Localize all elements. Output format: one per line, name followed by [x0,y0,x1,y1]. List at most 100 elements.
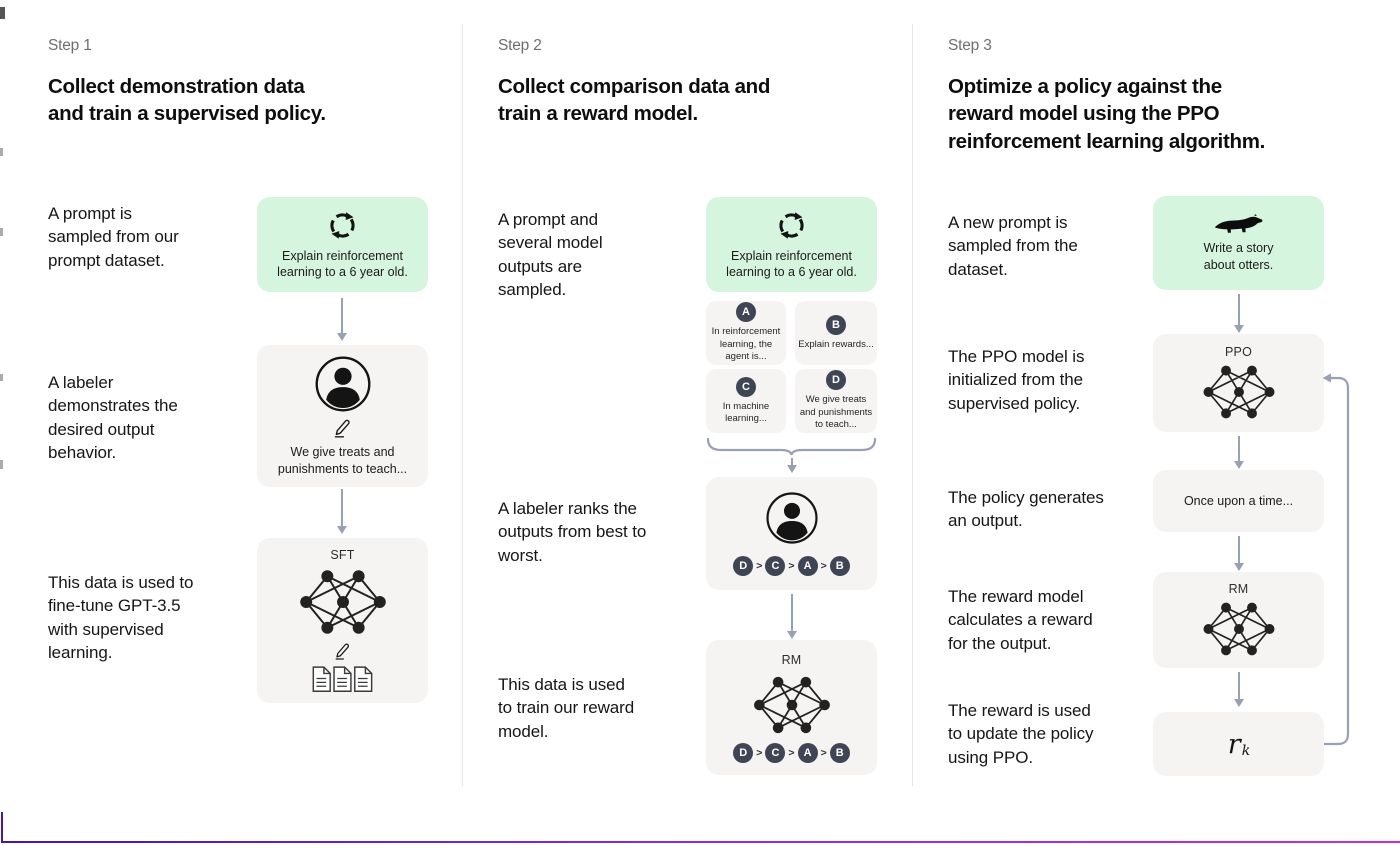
sft-model-box: SFT [257,538,428,703]
column-divider [462,24,463,786]
network-icon [1199,363,1279,421]
arrow-down-icon [786,594,797,639]
caption: The reward model calculates a reward for… [948,587,1093,653]
otter-icon [1213,213,1265,235]
rank-badge: A [797,742,818,763]
crop-artifact [0,7,5,19]
caption: The policy generates an output. [948,488,1104,531]
rank-separator: > [820,746,827,759]
output-badge: A [736,302,756,323]
arrow-down-icon [1233,672,1244,707]
model-label: RM [1228,582,1249,596]
model-label: RM [781,652,802,667]
rank-badge: B [829,556,850,576]
arrow-down-icon [336,489,347,534]
output-badge: B [826,314,846,335]
title-line: and train a supervised policy. [48,102,326,126]
rank-badge: D [733,556,754,576]
caption: The reward is used to update the policy … [948,701,1094,767]
step-title: Collect comparison data and train a rewa… [498,73,770,128]
arrow-down-icon [786,458,797,473]
model-label: PPO [1225,345,1252,359]
brace-icon [706,437,877,456]
caption: A new prompt is sampled from the dataset… [948,213,1078,279]
crop-artifact [0,228,3,236]
output-badge: C [736,376,756,397]
output-card-c: C In machine learning... [706,369,786,433]
person-icon [314,355,372,413]
prompt-box: Write a story about otters. [1153,196,1324,290]
title-line: train a reward model. [498,102,698,126]
output-card-b: B Explain rewards... [795,301,877,365]
caption: A labeler ranks the outputs from best to… [498,499,647,565]
labeler-demo-text: We give treats and punishments to teach.… [277,445,408,476]
model-label: SFT [330,548,355,562]
labeler-box: We give treats and punishments to teach.… [257,345,428,487]
ranking-row: D > C > A > B [733,556,850,576]
step-label: Step 1 [48,37,92,54]
step-label: Step 3 [948,37,992,54]
caption: A prompt and several model outputs are s… [498,210,603,300]
output-text: Once upon a time... [1183,493,1294,508]
reward-model-box: RM D > C > A > B [706,640,877,775]
rank-separator: > [788,560,795,572]
prompt-text: Explain reinforcement learning to a 6 ye… [726,248,857,280]
title-line: reinforcement learning algorithm. [948,129,1266,153]
caption: A labeler demonstrates the desired outpu… [48,373,178,463]
rank-badge: C [765,742,786,763]
arrow-down-icon [1233,436,1244,469]
network-icon [297,567,389,637]
title-line: Collect comparison data and [498,75,771,98]
prompt-box: Explain reinforcement learning to a 6 ye… [706,197,877,292]
prompt-text: Write a story about otters. [1203,241,1274,272]
pencil-icon [333,642,352,661]
cycle-icon [326,209,359,242]
cycle-icon [775,209,808,242]
person-icon [765,491,819,545]
ranking-row: D > C > A > B [733,742,850,763]
step-label: Step 2 [498,37,542,54]
column-divider [912,24,913,786]
arrow-down-icon [336,298,347,341]
prompt-box: Explain reinforcement learning to a 6 ye… [257,197,428,292]
crop-artifact [0,460,3,469]
arrow-down-icon [1233,536,1244,571]
network-icon [750,674,834,736]
prompt-text: Explain reinforcement learning to a 6 ye… [277,248,408,280]
rank-separator: > [820,560,827,572]
step-title: Collect demonstration data and train a s… [48,73,326,128]
arrow-down-icon [1233,294,1244,333]
rank-separator: > [756,560,763,572]
pencil-icon [332,418,353,439]
viewport-edge-line [1,812,3,843]
rank-badge: D [733,742,754,763]
reward-model-box: RM [1153,572,1324,668]
caption: This data is used to train our reward mo… [498,675,635,741]
rank-separator: > [756,746,763,759]
caption: A prompt is sampled from our prompt data… [48,204,179,270]
rank-badge: B [829,742,850,763]
viewport-bottom-line [2,840,1400,843]
reward-symbol: r [1227,728,1241,760]
output-text: Explain rewards... [798,338,874,350]
feedback-loop-arrow-icon [1322,373,1350,746]
policy-output-box: Once upon a time... [1153,470,1324,532]
rank-badge: A [797,556,818,576]
output-text: In machine learning... [722,400,770,424]
output-card-d: D We give treats and punishments to teac… [795,369,877,433]
output-badge: D [826,370,846,391]
crop-artifact [0,374,3,381]
ppo-model-box: PPO [1153,334,1324,432]
caption: This data is used to fine-tune GPT-3.5 w… [48,573,194,663]
caption: The PPO model is initialized from the su… [948,347,1085,413]
output-text: We give treats and punishments to teach.… [799,394,873,431]
title-line: Optimize a policy against the [948,75,1222,98]
rank-badge: C [765,556,786,576]
rank-separator: > [788,746,795,759]
crop-artifact [0,148,3,156]
title-line: reward model using the PPO [948,102,1220,126]
output-text: In reinforcement learning, the agent is.… [711,326,781,363]
reward-subscript: k [1241,743,1251,759]
